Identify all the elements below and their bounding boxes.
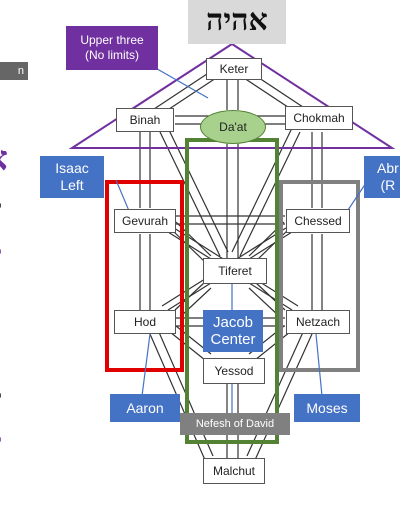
title-hebrew: אהיה: [206, 3, 268, 38]
sefira-gevurah: Gevurah: [114, 209, 176, 233]
left-column-frame: [105, 180, 184, 372]
path-chessed-netzach: [311, 234, 323, 310]
sefira-malchut: Malchut: [203, 458, 265, 484]
path-binah-gevurah: [139, 132, 151, 208]
left-glyph-dalet-4: ד: [0, 428, 2, 462]
sefira-tiferet: Tiferet: [203, 258, 267, 284]
sefira-hod: Hod: [114, 310, 176, 334]
sefira-yessod: Yessod: [203, 358, 265, 384]
moses-pointer: [315, 333, 323, 397]
path-daat-tiferet: [226, 144, 239, 258]
sefira-chessed: Chessed: [286, 209, 350, 233]
upper-three-triangle: [68, 42, 396, 149]
sefira-keter: Keter: [206, 58, 262, 80]
callout-moses: Moses: [294, 394, 360, 422]
sefira-chokmah: Chokmah: [285, 106, 353, 130]
sefira-binah: Binah: [116, 108, 174, 132]
upper-three-label: Upper three (No limits): [66, 26, 158, 70]
left-glyph-dalet-1: ד: [0, 194, 2, 228]
callout-aaron: Aaron: [110, 394, 180, 422]
path-gevurah-chessed: [175, 215, 285, 225]
left-glyph-dalet-3: ד: [0, 384, 2, 418]
callout-abraham: Abr (R: [364, 156, 400, 198]
sefira-daat: Da'at: [200, 110, 266, 144]
left-edge-tab: n: [0, 62, 28, 80]
callout-jacob: Jacob Center: [203, 310, 263, 352]
upper-three-pointer: [151, 65, 209, 99]
sefira-netzach: Netzach: [286, 310, 350, 334]
aaron-pointer: [141, 333, 151, 397]
callout-isaac: Isaac Left: [40, 156, 104, 198]
nefesh-of-david-label: Nefesh of David: [180, 413, 290, 435]
path-gevurah-tiferet: [169, 221, 212, 263]
left-glyph-dalet-2: ד: [0, 240, 2, 274]
path-gevurah-hod: [139, 234, 151, 310]
path-chokmah-chessed: [311, 132, 323, 208]
title-box: אהיה: [188, 0, 286, 44]
path-keter-daat: [226, 80, 239, 110]
path-chessed-tiferet: [248, 221, 291, 263]
left-glyph-alef: א: [0, 142, 8, 176]
